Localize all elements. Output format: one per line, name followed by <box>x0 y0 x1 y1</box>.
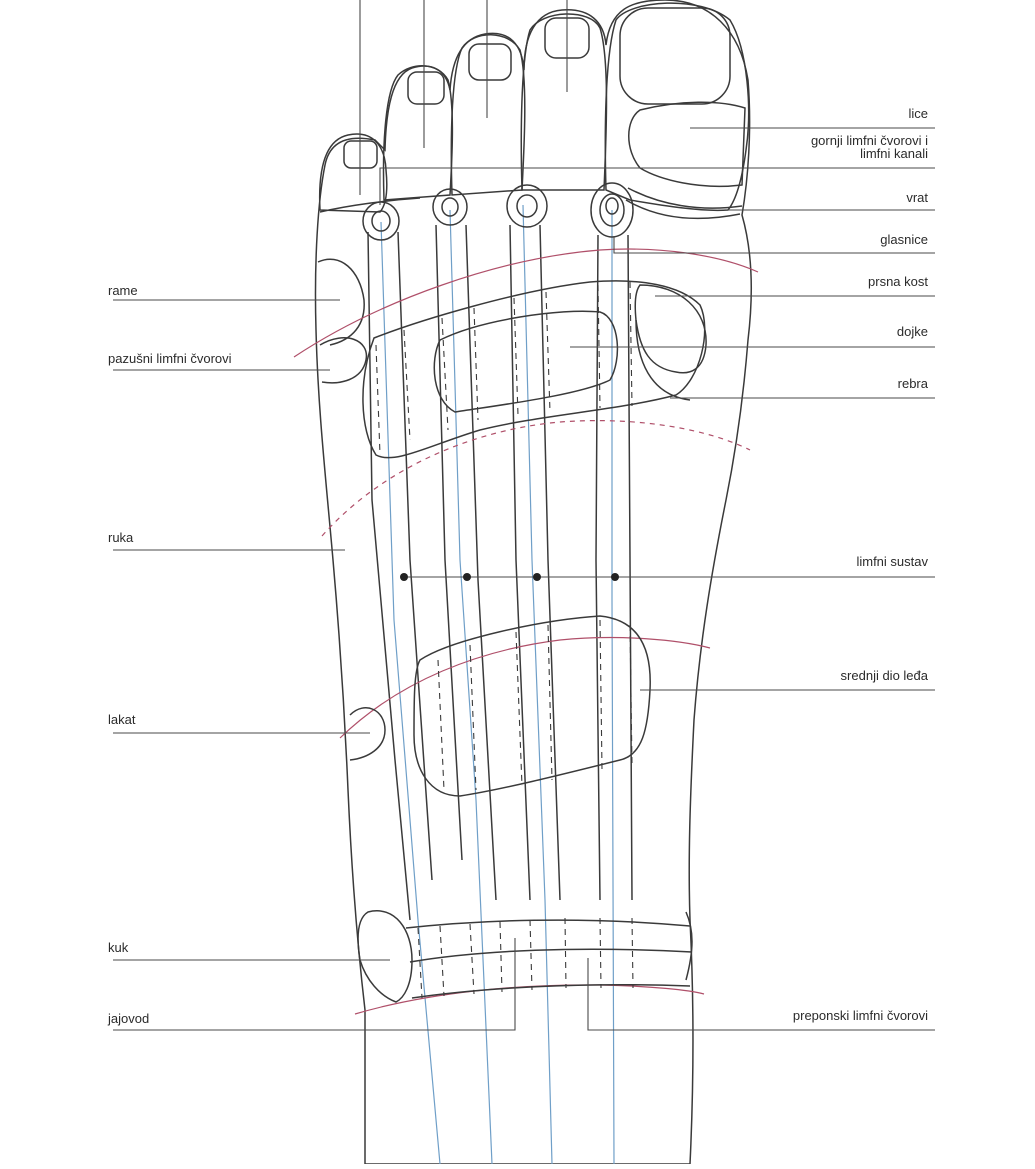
heel-dash-2 <box>439 925 445 997</box>
tendon-3a <box>509 224 531 901</box>
red-waist-line <box>339 636 711 739</box>
chest-dash-3 <box>441 317 449 431</box>
breast-zone <box>433 310 619 413</box>
lymph-ring-1-inner <box>371 210 391 232</box>
heel-band-mid <box>409 948 693 963</box>
lymph-dot-3 <box>533 573 541 581</box>
red-shoulder-line <box>293 248 759 358</box>
label-ruka: ruka <box>108 530 134 545</box>
heel-dash-3 <box>469 923 475 995</box>
label-jajovod: jajovod <box>107 1011 149 1026</box>
lymph-ring-4-outer <box>590 182 634 238</box>
fourth-toe <box>382 65 454 201</box>
shoulder-zone <box>317 258 365 346</box>
heel-band-right <box>685 911 693 981</box>
leader-glasnice <box>613 236 935 254</box>
sternum-zone <box>634 284 707 374</box>
heel-band-low <box>411 984 691 999</box>
lymph-dot-4 <box>611 573 619 581</box>
big-toenail <box>619 7 731 105</box>
label-kuk: kuk <box>108 940 129 955</box>
chest-dash-2 <box>403 329 411 441</box>
midback-dash-2 <box>469 644 477 791</box>
heel-dash-4 <box>499 921 503 993</box>
label-gornji-line2: limfni kanali <box>860 146 928 161</box>
label-pazusni: pazušni limfni čvorovi <box>108 351 232 366</box>
lymph-ring-2-inner <box>441 197 459 217</box>
midback-dash-1 <box>437 659 445 791</box>
lymph-ring-2-outer <box>432 188 468 226</box>
tendon-3b <box>539 224 561 901</box>
second-toe <box>520 13 608 191</box>
fourth-toenail <box>407 71 445 105</box>
lymph-ring-3-inner <box>516 194 538 218</box>
tendon-2b <box>465 224 497 901</box>
ribs-curve <box>635 319 691 401</box>
label-lice: lice <box>908 106 928 121</box>
tendon-1b <box>397 231 433 881</box>
label-rame: rame <box>108 283 138 298</box>
heel-dash-6 <box>564 917 567 989</box>
lymph-dot-2 <box>463 573 471 581</box>
blue-line-1 <box>380 221 441 1165</box>
label-preponski: preponski limfni čvorovi <box>793 1008 928 1023</box>
label-glasnice: glasnice <box>880 232 928 247</box>
axilla-zone <box>319 337 368 384</box>
midback-dash-6 <box>629 624 633 766</box>
hip-zone <box>357 910 413 1003</box>
third-toe <box>450 34 526 196</box>
label-srednji-dio-leda: srednji dio leđa <box>841 668 929 683</box>
label-limfni-sustav: limfni sustav <box>856 554 928 569</box>
chest-dash-1 <box>375 344 381 456</box>
label-vrat: vrat <box>906 190 928 205</box>
middle-back-zone <box>413 615 651 797</box>
midback-dash-4 <box>547 624 553 781</box>
big-toe <box>604 2 750 212</box>
label-gornji-line1: gornji limfni čvorovi i <box>811 133 928 148</box>
foot-outline <box>314 0 753 1165</box>
chest-dash-7 <box>597 284 601 409</box>
lymph-ring-4-core <box>605 197 619 215</box>
chest-dash-8 <box>629 281 633 407</box>
tendon-4a <box>595 234 601 901</box>
heel-dash-7 <box>599 917 602 989</box>
heel-band-top <box>405 919 691 929</box>
lymph-dot-1 <box>400 573 408 581</box>
chest-dash-4 <box>473 307 479 421</box>
big-toe-crease-1 <box>627 187 743 209</box>
big-toe-crease-2 <box>625 199 741 220</box>
chest-region <box>362 280 706 459</box>
blue-line-3 <box>522 204 553 1165</box>
leader-gornji <box>379 167 935 205</box>
tendon-4b <box>627 234 633 901</box>
heel-dash-1 <box>417 927 423 999</box>
lymph-ring-1-outer <box>362 201 400 241</box>
little-toe <box>318 133 388 213</box>
blue-line-2 <box>449 209 493 1165</box>
toe-base-crease <box>319 197 421 213</box>
label-dojke: dojke <box>897 324 928 339</box>
label-rebra: rebra <box>898 376 929 391</box>
big-toe-pad <box>628 101 746 188</box>
elbow-zone <box>349 707 386 761</box>
heel-dash-8 <box>631 917 634 989</box>
lymph-ring-4-inner <box>599 193 625 227</box>
leader-preponski <box>587 958 935 1031</box>
heel-dash-5 <box>529 919 533 991</box>
label-prsna-kost: prsna kost <box>868 274 928 289</box>
chest-dash-5 <box>513 297 519 416</box>
tendon-1a <box>367 231 411 921</box>
third-toenail <box>468 43 512 81</box>
blue-line-4 <box>611 210 615 1165</box>
midback-dash-3 <box>515 631 523 787</box>
tendon-2a <box>435 224 463 861</box>
lymph-ring-3-outer <box>506 184 548 228</box>
label-lakat: lakat <box>108 712 136 727</box>
leader-jajovod <box>113 938 516 1031</box>
red-diaphragm-line <box>321 420 751 537</box>
chest-dash-6 <box>545 291 551 413</box>
midback-dash-5 <box>599 619 603 771</box>
